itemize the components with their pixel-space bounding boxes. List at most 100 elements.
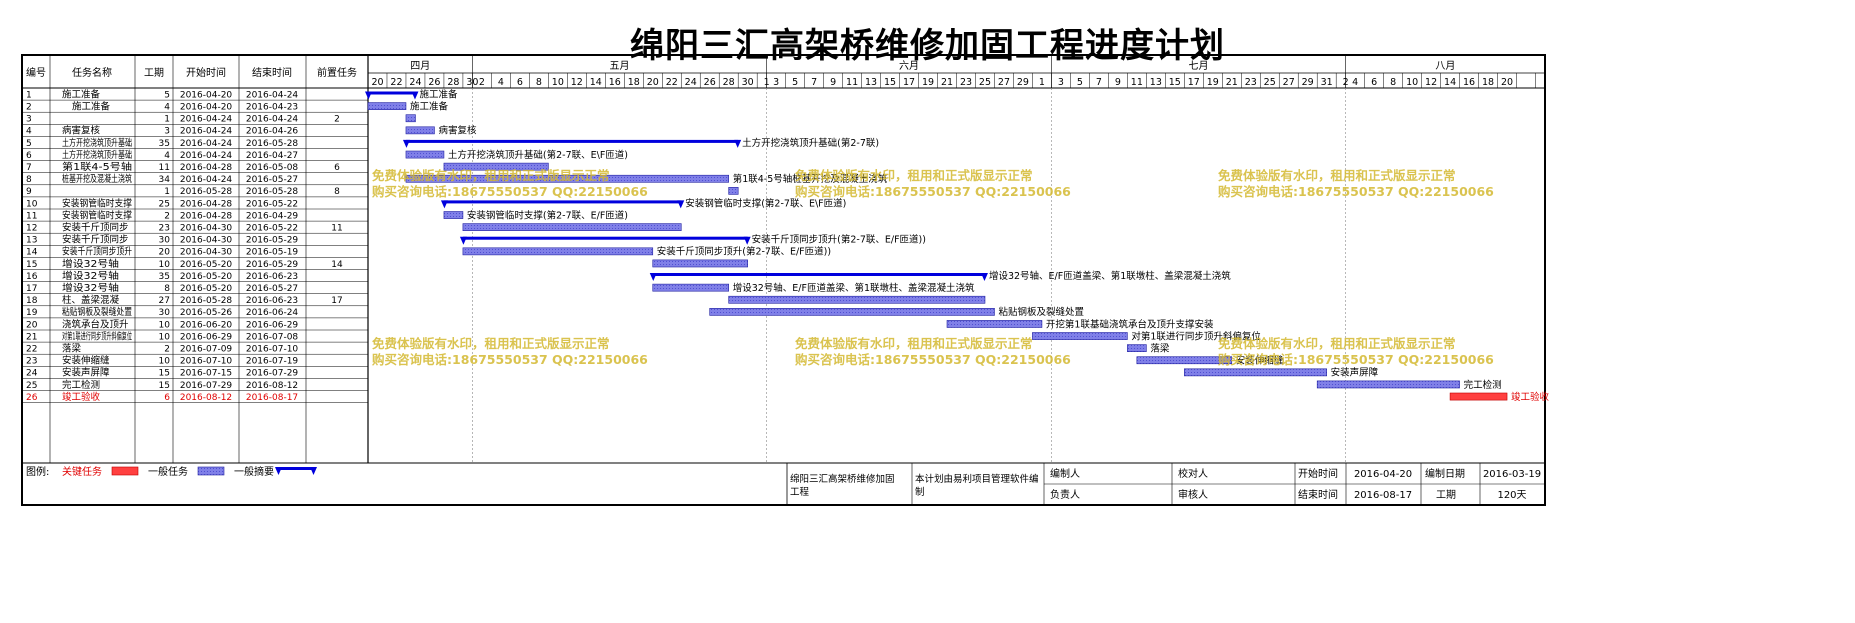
column-header: 前置任务 — [317, 66, 357, 79]
day-tick-label: 31 — [1321, 77, 1333, 88]
task-duration: 8 — [164, 284, 170, 294]
task-end: 2016-04-27 — [246, 151, 298, 161]
task-bar — [443, 211, 464, 219]
day-tick-label: 30 — [742, 77, 754, 88]
task-id: 25 — [26, 381, 37, 391]
task-end: 2016-04-23 — [246, 103, 298, 113]
summary-bar-end-cap — [734, 139, 742, 148]
task-end: 2016-04-24 — [246, 90, 299, 100]
legend-critical-label: 关键任务 — [62, 465, 102, 478]
task-id: 14 — [26, 248, 38, 258]
task-duration: 4 — [164, 103, 170, 113]
footer-compiler-label: 编制人 — [1050, 467, 1080, 480]
legend-summary-cap — [275, 467, 282, 475]
task-id: 22 — [26, 345, 37, 355]
task-duration: 1 — [164, 115, 170, 125]
bar-label: 施工准备 — [410, 101, 449, 113]
task-name: 浇筑承台及顶升 — [62, 318, 129, 330]
footer-duration-value: 120天 — [1497, 490, 1526, 501]
legend-summary-swatch — [278, 467, 314, 470]
legend-summary-label: 一般摘要 — [234, 465, 274, 478]
task-start: 2016-04-24 — [180, 151, 233, 161]
day-tick-label: 22 — [390, 77, 402, 88]
task-id: 6 — [26, 151, 32, 161]
day-tick-label: 12 — [1425, 77, 1437, 88]
watermarks: 免费体验版有水印，租用和正式版显示正常 购买咨询电话:18675550537 QQ… — [372, 168, 1494, 367]
footer-start-value: 2016-04-20 — [1354, 469, 1412, 480]
day-tick-label: 27 — [998, 77, 1010, 88]
day-tick-label: 26 — [704, 77, 716, 88]
task-end: 2016-08-12 — [246, 381, 298, 391]
summary-bar-end-cap — [677, 200, 685, 209]
bar-label: 安装千斤顶同步顶升(第2-7联、E/F匝道)) — [657, 246, 831, 258]
column-header: 工期 — [144, 67, 164, 79]
day-tick-label: 27 — [1283, 77, 1295, 88]
task-end: 2016-06-23 — [246, 272, 298, 282]
task-id: 10 — [26, 199, 38, 209]
watermark-line-1: 免费体验版有水印，租用和正式版显示正常 — [795, 336, 1033, 351]
task-bar — [462, 247, 654, 256]
grid-lines — [21, 54, 1546, 506]
task-end: 2016-07-10 — [246, 345, 299, 355]
task-id: 7 — [26, 163, 32, 173]
watermark-line-2: 购买咨询电话:18675550537 QQ:22150066 — [1218, 184, 1494, 199]
task-bar — [405, 114, 416, 123]
task-id: 19 — [26, 308, 38, 318]
footer-end-label: 结束时间 — [1298, 488, 1338, 501]
task-duration: 5 — [164, 90, 170, 100]
footer-block: 图例:关键任务一般任务一般摘要绵阳三汇高架桥维修加固工程本计划由易利项目管理软件… — [26, 463, 1545, 505]
task-id: 20 — [26, 320, 38, 330]
task-bar — [405, 150, 445, 159]
task-bar — [652, 283, 729, 292]
task-end: 2016-05-19 — [246, 248, 299, 258]
task-start: 2016-07-09 — [180, 345, 233, 355]
task-duration: 35 — [159, 272, 170, 282]
task-name: 安装伸缩缝 — [62, 355, 110, 367]
bar-label: 安装千斤顶同步顶升(第2-7联、E/F匝道)) — [752, 234, 926, 246]
task-bar — [1127, 344, 1147, 353]
summary-bar-start-cap — [365, 91, 372, 100]
day-tick-label: 18 — [628, 77, 640, 88]
task-bar — [405, 126, 435, 135]
footer-project: 工程 — [790, 487, 810, 498]
footer-start-label: 开始时间 — [1298, 467, 1338, 480]
day-tick-label: 7 — [1096, 77, 1102, 88]
summary-bar — [462, 236, 748, 240]
bar-label: 安装伸缩缝 — [1236, 355, 1284, 367]
summary-bar — [405, 139, 739, 143]
month-label: 六月 — [899, 60, 919, 72]
task-start: 2016-04-24 — [180, 127, 233, 137]
column-header: 任务名称 — [72, 66, 112, 79]
day-tick-label: 20 — [1501, 77, 1513, 88]
task-end: 2016-04-24 — [246, 115, 299, 125]
task-start: 2016-05-20 — [180, 272, 233, 282]
day-tick-label: 2 — [479, 77, 485, 88]
task-end: 2016-05-28 — [246, 139, 299, 149]
day-tick-label: 3 — [773, 77, 779, 88]
task-duration: 3 — [164, 127, 170, 137]
task-start: 2016-05-28 — [180, 187, 233, 197]
task-name: 安装声屏障 — [62, 367, 110, 379]
day-tick-label: 30 — [466, 77, 478, 88]
summary-bar-start-cap — [402, 139, 410, 148]
task-id: 15 — [26, 260, 37, 270]
day-tick-label: 17 — [903, 77, 915, 88]
task-predecessor: 17 — [331, 296, 342, 306]
task-predecessor: 6 — [334, 163, 340, 173]
task-id: 11 — [26, 211, 37, 221]
task-start: 2016-05-20 — [180, 260, 233, 270]
day-tick-label: 26 — [428, 77, 440, 88]
task-start: 2016-04-28 — [180, 211, 233, 221]
day-tick-label: 7 — [811, 77, 817, 88]
task-id: 9 — [26, 187, 32, 197]
task-duration: 30 — [159, 236, 171, 246]
task-id: 24 — [26, 369, 38, 379]
bar-label: 安装声屏障 — [1331, 367, 1379, 379]
task-duration: 30 — [159, 308, 171, 318]
day-tick-label: 16 — [1463, 77, 1475, 88]
day-tick-label: 23 — [1245, 77, 1257, 88]
task-bar — [1316, 380, 1460, 389]
task-id: 1 — [26, 90, 32, 100]
day-tick-label: 1 — [1039, 77, 1045, 88]
day-tick-label: 3 — [1058, 77, 1064, 88]
